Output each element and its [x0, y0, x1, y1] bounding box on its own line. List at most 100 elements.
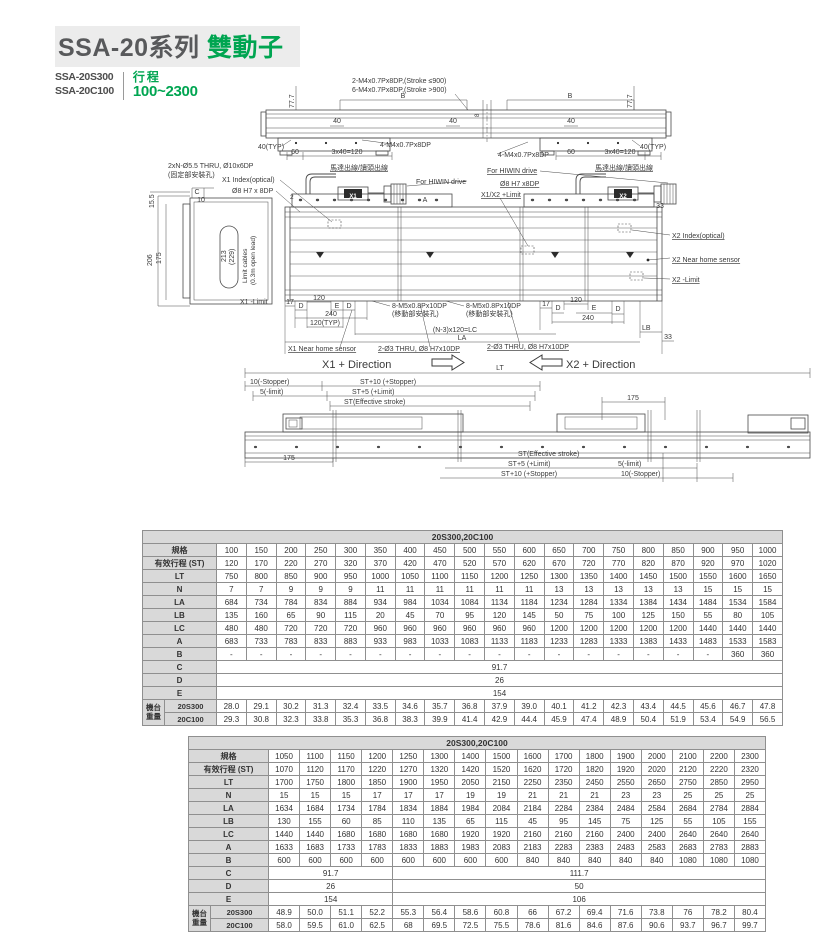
table-cell: 850: [662, 543, 694, 557]
table-cell: 66: [516, 905, 549, 919]
table-cell: 200: [275, 543, 307, 557]
table-cell: 21: [578, 788, 611, 802]
table-cell: -: [692, 647, 724, 661]
table-cell: 900: [305, 569, 337, 583]
table-cell: 56.5: [752, 712, 783, 726]
drawing-label: 240: [325, 311, 337, 318]
table-cell: 1100: [424, 569, 456, 583]
model-name-2: SSA-20C100: [55, 84, 114, 97]
drawing-label: X2 -Limit: [672, 277, 700, 284]
table-cell: 984: [394, 595, 426, 609]
table-cell: 61.0: [330, 918, 363, 932]
table-cell: 2160: [516, 827, 549, 841]
row-label: LB: [142, 608, 217, 622]
drawing-label: 175: [283, 455, 295, 462]
table-cell: 2400: [640, 827, 673, 841]
table-cell: 1883: [423, 840, 456, 854]
table-cell: 78.6: [516, 918, 549, 932]
drawing-label: A: [423, 197, 428, 204]
table-cell: 9: [335, 582, 366, 596]
stroke-info: 行程 100~2300: [133, 70, 198, 101]
drawing-label: ST(Effective stroke): [344, 399, 405, 406]
table-cell: -: [662, 647, 694, 661]
table-cell: 960: [394, 621, 426, 635]
drawing-label: 5(-limit): [618, 461, 641, 468]
drawing-label: 馬達出線/讀頭出線: [595, 163, 653, 172]
table-cell: 52.2: [361, 905, 394, 919]
table-cell: 1080: [733, 853, 767, 867]
drawing-label: X1: [349, 194, 357, 200]
table-cell: 1633: [267, 840, 301, 854]
table-cell: 1440: [752, 621, 783, 635]
table-cell: 1900: [609, 749, 642, 763]
table-cell: 76: [671, 905, 704, 919]
table-cell: 11: [513, 582, 545, 596]
table-cell: 23: [640, 788, 673, 802]
table-cell-merged: 111.7: [392, 866, 766, 880]
table-cell: 30.8: [245, 712, 277, 726]
table-cell: 900: [692, 543, 724, 557]
table-cell: 120: [484, 608, 515, 622]
table-cell: -: [364, 647, 396, 661]
drawing-label: 6-M4x0.7Px8DP,(Stroke >900): [352, 87, 447, 94]
drawing-label: LA: [458, 335, 467, 342]
table-cell: 1150: [454, 569, 486, 583]
table-cell: 2950: [733, 775, 767, 789]
table-cell: 39.0: [513, 699, 545, 713]
table-cell: 1434: [662, 595, 694, 609]
row-label: C: [142, 660, 217, 674]
technical-drawing: 2-M4x0.7Px8DP,(Stroke ≤900)6-M4x0.7Px8DP…: [147, 78, 811, 482]
table-cell: 2050: [454, 775, 487, 789]
table-cell: 9: [305, 582, 337, 596]
table-cell: 75: [609, 814, 642, 828]
table-cell: 1680: [330, 827, 363, 841]
row-label: N: [142, 582, 217, 596]
table-cell: 1400: [454, 749, 487, 763]
table-cell: 2384: [578, 801, 611, 815]
drawing-label: 10(-Stopper): [621, 471, 660, 478]
table-cell: 1733: [330, 840, 363, 854]
table-cell: 55: [671, 814, 704, 828]
drawing-label: ST+5 (+Limit): [352, 389, 394, 396]
table-cell: 29.1: [245, 699, 277, 713]
table-cell-merged: 26: [267, 879, 394, 893]
table-cell: 17: [392, 788, 425, 802]
table-cell: 1200: [484, 569, 515, 583]
table-cell: 1600: [516, 749, 549, 763]
drawing-label: X1 Index(optical): [222, 177, 275, 184]
table-cell: 72.5: [454, 918, 487, 932]
table-cell: 600: [485, 853, 518, 867]
table-cell: 7: [245, 582, 277, 596]
table-cell-merged: 91.7: [216, 660, 783, 674]
table-cell: 155: [733, 814, 767, 828]
row-sublabel: 20S300: [164, 699, 217, 713]
table-cell: 220: [275, 556, 307, 570]
table-cell: 1440: [692, 621, 724, 635]
table-cell: 35.3: [335, 712, 366, 726]
table-cell: 270: [305, 556, 337, 570]
drawing-label: 2: [290, 194, 294, 201]
table-cell: 90.6: [640, 918, 673, 932]
drawing-label: 2xN-Ø5.5 THRU, Ø10x6DP: [168, 163, 254, 170]
table-cell: 2120: [671, 762, 704, 776]
table-cell: 1800: [578, 749, 611, 763]
table-cell: 2883: [733, 840, 767, 854]
table-cell: 784: [275, 595, 307, 609]
table-cell: 2000: [640, 749, 673, 763]
table-cell: 59.5: [299, 918, 332, 932]
row-label: E: [142, 686, 217, 700]
drawing-label: 175: [156, 252, 163, 264]
table-cell: 684: [216, 595, 247, 609]
drawing-label: 8-M5x0.8Px10DP: [466, 303, 521, 310]
table-cell: 1784: [361, 801, 394, 815]
table-cell: 1020: [752, 556, 783, 570]
table-cell: 1150: [330, 749, 363, 763]
table-cell: 34.6: [394, 699, 426, 713]
table-cell: 1800: [330, 775, 363, 789]
